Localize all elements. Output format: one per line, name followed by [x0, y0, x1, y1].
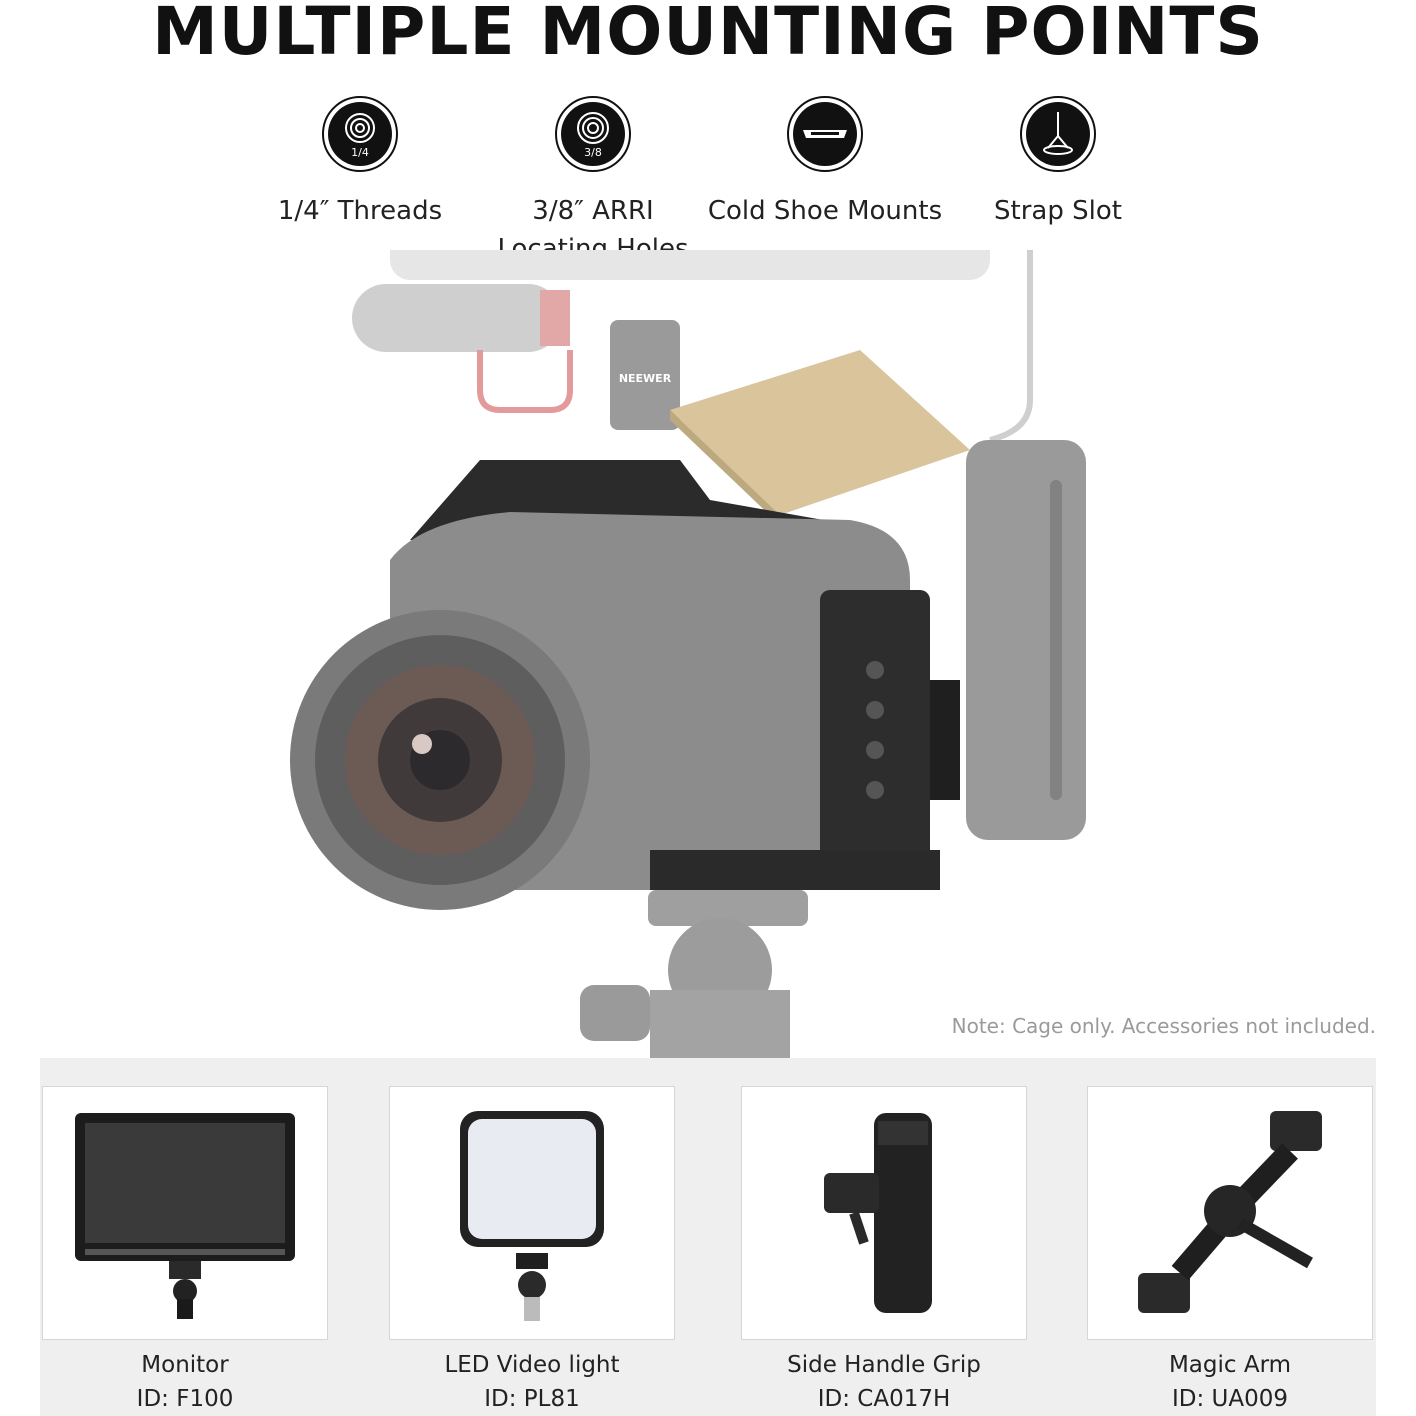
- monitor-icon: [75, 1113, 295, 1319]
- feature-cold-shoe: Cold Shoe Mounts: [705, 96, 945, 230]
- strap-slot-icon: [1043, 112, 1073, 155]
- feature-arri-holes: 3/8 3/8″ ARRI Locating Holes: [473, 96, 713, 268]
- side-handle: [966, 440, 1086, 840]
- disclaimer-note: Note: Cage only. Accessories not include…: [951, 1014, 1376, 1038]
- feature-strap-slot: Strap Slot: [938, 96, 1178, 230]
- monitor-cable: [989, 250, 1033, 443]
- tripod-head: [648, 890, 808, 926]
- gold-top-plate: [670, 350, 970, 515]
- handle-grip-icon: [824, 1113, 932, 1313]
- feature-label: 1/4″ Threads: [277, 196, 443, 226]
- faded-monitor-shape: [390, 250, 990, 280]
- accessory-caption-monitor: Monitor ID: F100: [136, 1352, 234, 1412]
- thread-quarter-icon: 1/4: [345, 113, 375, 159]
- thread-size-text: 1/4: [351, 146, 369, 159]
- magic-arm-icon: [1138, 1111, 1322, 1313]
- top-clamp: [610, 320, 680, 430]
- accessory-card-monitor: [42, 1086, 328, 1340]
- thread-size-text: 3/8: [584, 146, 602, 159]
- accessory-card-led-light: [389, 1086, 675, 1340]
- page-title: MULTIPLE MOUNTING POINTS: [152, 0, 1264, 70]
- camera-cage-illustration: NEEWER: [290, 250, 1086, 1058]
- accessory-caption-handle-grip: Side Handle Grip ID: CA017H: [787, 1352, 981, 1412]
- accessory-card-handle-grip: [741, 1086, 1027, 1340]
- microphone-shape: [352, 284, 562, 352]
- cage-side-frame: [820, 590, 930, 890]
- brand-text: NEEWER: [619, 372, 672, 385]
- feature-label: Strap Slot: [994, 196, 1122, 226]
- accessory-card-magic-arm: [1087, 1086, 1373, 1340]
- accessory-caption-led-light: LED Video light ID: PL81: [444, 1352, 620, 1412]
- cage-bottom-plate: [650, 850, 940, 890]
- thread-three-eighths-icon: 3/8: [577, 112, 609, 159]
- feature-quarter-threads: 1/4 1/4″ Threads: [240, 96, 480, 230]
- feature-label: Cold Shoe Mounts: [707, 196, 943, 226]
- accessory-caption-magic-arm: Magic Arm ID: UA009: [1168, 1352, 1292, 1412]
- cold-shoe-icon: [803, 130, 847, 138]
- led-light-icon: [460, 1111, 604, 1321]
